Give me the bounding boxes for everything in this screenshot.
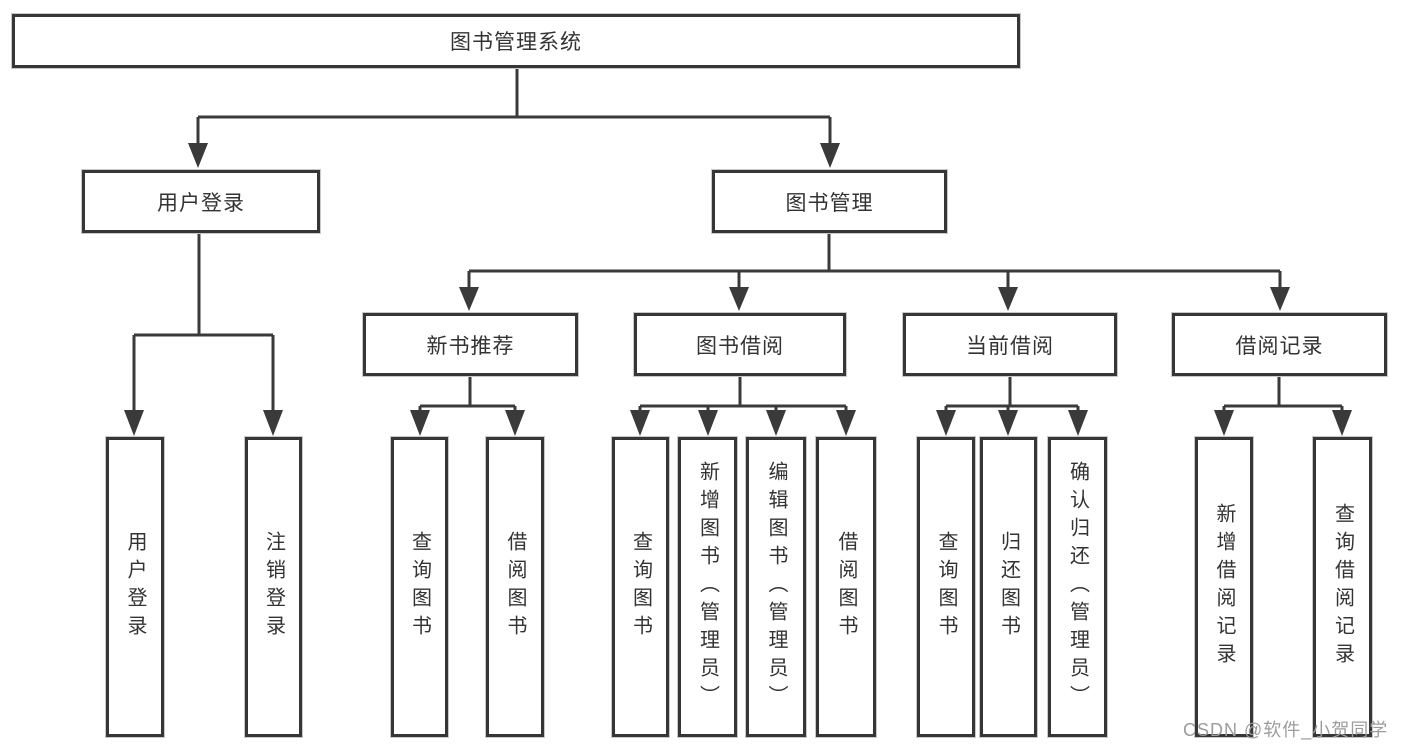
connector-records bbox=[1222, 376, 1344, 412]
node-book-borrow: 图书借阅 bbox=[634, 313, 846, 376]
connector-borrow bbox=[638, 376, 848, 412]
leaf-label: 查询借阅记录 bbox=[1331, 503, 1354, 671]
leaf-records-add: 新增借阅记录 bbox=[1195, 437, 1253, 737]
leaf-label: 借阅图书 bbox=[504, 531, 526, 643]
leaf-borrow-borrow: 借阅图书 bbox=[816, 437, 876, 737]
leaf-records-query: 查询借阅记录 bbox=[1313, 437, 1372, 737]
node-borrow-records: 借阅记录 bbox=[1172, 313, 1387, 376]
connector-current bbox=[944, 376, 1080, 412]
node-label: 图书管理 bbox=[785, 191, 874, 215]
node-label: 用户登录 bbox=[157, 191, 245, 215]
leaf-label: 归还图书 bbox=[997, 531, 1020, 643]
leaf-label: 查询图书 bbox=[935, 531, 957, 643]
connector-book-mgmt bbox=[467, 233, 1282, 288]
watermark: CSDN @软件_小贺同学 bbox=[1183, 720, 1389, 740]
node-new-book-recommend: 新书推荐 bbox=[363, 313, 578, 376]
leaf-current-query: 查询图书 bbox=[917, 437, 975, 737]
node-label: 图书借阅 bbox=[696, 334, 784, 358]
leaf-label: 新增借阅记录 bbox=[1213, 503, 1235, 671]
leaf-label: 用户登录 bbox=[124, 531, 146, 643]
leaf-logout: 注销登录 bbox=[245, 437, 302, 737]
leaf-newbook-query: 查询图书 bbox=[391, 437, 448, 737]
leaf-user-login: 用户登录 bbox=[106, 437, 164, 737]
leaf-newbook-borrow: 借阅图书 bbox=[486, 437, 544, 737]
leaf-current-return: 归还图书 bbox=[980, 437, 1037, 737]
node-current-borrow: 当前借阅 bbox=[903, 313, 1117, 376]
node-book-management: 图书管理 bbox=[712, 170, 947, 233]
node-user-login-branch: 用户登录 bbox=[82, 170, 320, 233]
leaf-borrow-add-admin: 新增图书（管理员） bbox=[678, 437, 737, 737]
node-root: 图书管理系统 bbox=[12, 14, 1020, 68]
leaf-borrow-query: 查询图书 bbox=[612, 437, 669, 737]
leaf-label: 新增图书（管理员） bbox=[696, 461, 719, 713]
node-label: 新书推荐 bbox=[426, 334, 515, 358]
node-label: 借阅记录 bbox=[1235, 334, 1324, 358]
node-root-label: 图书管理系统 bbox=[450, 31, 582, 54]
leaf-borrow-edit-admin: 编辑图书（管理员） bbox=[746, 437, 806, 737]
leaf-label: 编辑图书（管理员） bbox=[765, 461, 787, 713]
arrowheads bbox=[124, 143, 1352, 436]
leaf-label: 注销登录 bbox=[262, 531, 285, 643]
leaf-label: 查询图书 bbox=[629, 531, 652, 643]
leaf-current-confirm-admin: 确认归还（管理员） bbox=[1048, 437, 1107, 737]
connector-new-books bbox=[418, 376, 517, 412]
connector-root bbox=[196, 68, 832, 144]
connector-user-login bbox=[132, 233, 275, 412]
node-label: 当前借阅 bbox=[966, 334, 1054, 358]
leaf-label: 确认归还（管理员） bbox=[1066, 461, 1089, 713]
leaf-label: 查询图书 bbox=[408, 531, 431, 643]
leaf-label: 借阅图书 bbox=[835, 531, 857, 643]
